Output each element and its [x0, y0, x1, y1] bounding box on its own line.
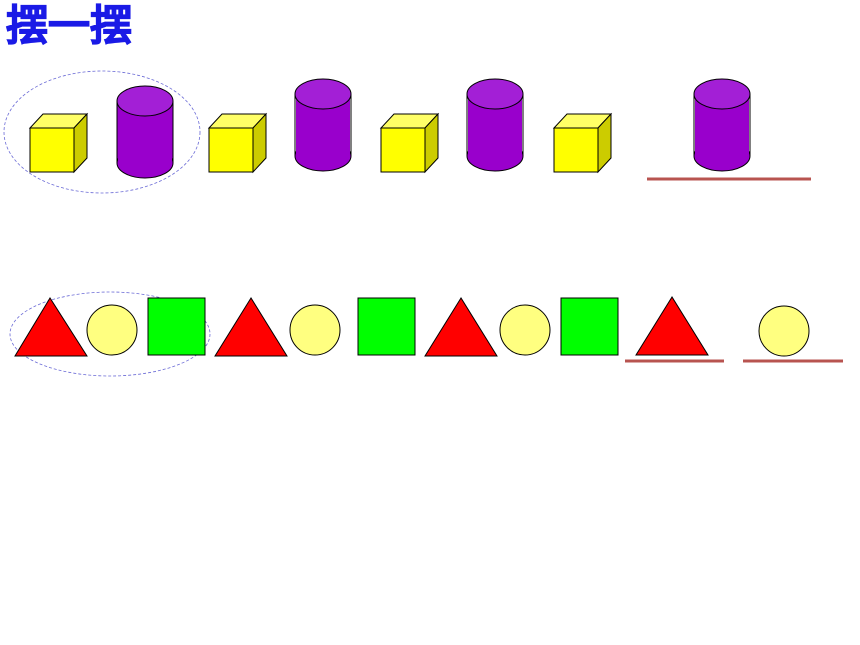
pattern-row-1 — [3, 70, 811, 194]
circle-shape — [499, 304, 551, 356]
circle-shape — [86, 304, 138, 356]
square-shape — [560, 297, 619, 356]
pattern-group-outline — [3, 70, 201, 194]
cube-shape — [28, 112, 89, 174]
circle-shape-answer — [758, 305, 810, 357]
square-shape — [147, 297, 206, 356]
triangle-shape — [14, 297, 88, 357]
cylinder-shape — [116, 85, 174, 179]
pattern-row-2 — [9, 291, 843, 377]
circle-shape — [289, 304, 341, 356]
cube-shape — [379, 112, 440, 174]
triangle-shape-answer — [635, 296, 709, 356]
square-shape — [357, 297, 416, 356]
cube-shape — [552, 112, 613, 174]
cube-shape — [207, 112, 268, 174]
cylinder-shape-answer — [693, 78, 751, 172]
triangle-shape — [424, 297, 498, 357]
page-title: 摆一摆 — [5, 1, 133, 51]
pattern-group-outline — [9, 291, 211, 377]
triangle-shape — [214, 297, 288, 357]
cylinder-shape — [294, 78, 352, 172]
cylinder-shape — [466, 78, 524, 172]
